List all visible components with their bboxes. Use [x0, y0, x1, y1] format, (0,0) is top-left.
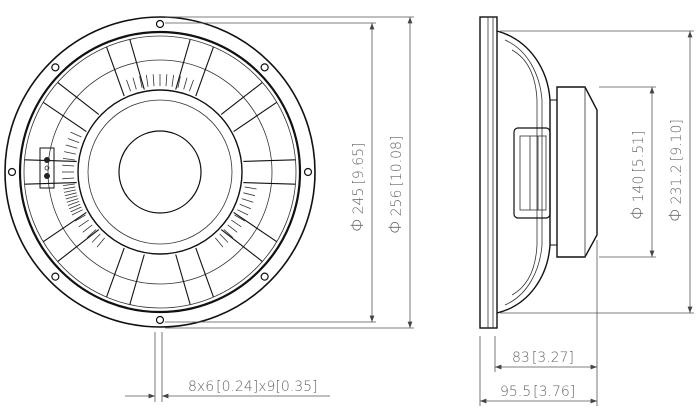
basket-spoke [195, 46, 214, 97]
cooling-fin [82, 224, 93, 233]
cooling-fin [65, 144, 78, 149]
cooling-fin [132, 77, 137, 90]
front-view [4, 16, 316, 328]
cooling-fin [126, 79, 131, 92]
cooling-fin [243, 192, 256, 197]
cooling-fin [68, 203, 81, 210]
basket-spoke [129, 39, 145, 90]
cooling-fin [165, 74, 168, 87]
dim-magnet-diameter: Φ140[5.51] [628, 131, 648, 220]
basket-spoke [233, 211, 278, 243]
dim-basket-diameter: Φ231.2[9.10] [666, 119, 686, 222]
side-dimension-lines [479, 30, 694, 406]
front-dimension-lines [125, 16, 414, 402]
cooling-fin [74, 214, 86, 222]
basket-spoke [106, 247, 125, 298]
cooling-fin [152, 74, 155, 87]
terminal-icon [39, 147, 55, 189]
dim-baffle-cutout: Φ245[9.65] [348, 143, 368, 232]
cooling-fin [64, 151, 76, 155]
basket-spoke [243, 182, 296, 185]
cooling-fin [78, 219, 89, 228]
mounting-hole [155, 315, 165, 325]
basket-spoke [57, 229, 100, 262]
basket-spoke [57, 82, 100, 115]
cooling-fin [219, 233, 229, 243]
mounting-hole [260, 63, 269, 72]
basket-spoke [129, 254, 145, 305]
cooling-fin [183, 77, 188, 90]
cooling-fin [70, 131, 82, 138]
dim-mounting-holes: 8x6[0.24]x9[0.35] [188, 379, 318, 395]
cooling-fin [66, 198, 79, 203]
mounting-hole [155, 19, 165, 29]
cooling-fin [67, 138, 80, 143]
cooling-fin [145, 74, 149, 87]
cooling-fin [62, 177, 75, 180]
cooling-fin [177, 76, 181, 88]
dim-overall-depth: 95.5[3.76] [500, 384, 575, 400]
basket-spoke [106, 46, 125, 97]
cooling-fin [227, 224, 238, 233]
dim-outer-diameter: Φ256[10.08] [386, 136, 406, 234]
cooling-fin [62, 164, 75, 167]
cooling-fin [231, 219, 242, 228]
dim-depth-from-flange: 83[3.27] [512, 350, 574, 366]
cooling-fin [71, 209, 83, 216]
basket-spoke [24, 182, 77, 185]
cooling-fin [62, 183, 75, 187]
cooling-fin [70, 206, 82, 213]
cooling-fin [64, 189, 76, 193]
cooling-fins [62, 74, 257, 248]
cooling-fin [214, 237, 224, 248]
basket-spoke [42, 101, 87, 133]
cooling-fin [63, 186, 76, 190]
basket-spoke [175, 39, 191, 90]
cooling-fin [239, 203, 252, 210]
basket-spoke [42, 211, 87, 243]
mounting-hole [260, 272, 269, 281]
mounting-holes [7, 19, 313, 325]
basket-spoke [233, 101, 278, 133]
cooling-fin [237, 209, 249, 216]
basket-spokes [24, 39, 296, 305]
cooling-fin [96, 237, 106, 248]
mounting-hole [51, 272, 60, 281]
cooling-fin [64, 192, 77, 197]
cooling-fin [86, 229, 97, 238]
cooling-fin [139, 76, 143, 88]
cooling-fin [244, 186, 257, 190]
basket-spoke [220, 82, 263, 115]
cooling-fin [91, 233, 101, 243]
mounting-hole [51, 63, 60, 72]
cooling-fin [241, 198, 254, 203]
basket-spoke [175, 254, 191, 305]
cooling-fin [62, 157, 75, 161]
cooling-fin [189, 79, 194, 92]
mounting-hole [7, 167, 17, 177]
cooling-fin [223, 229, 234, 238]
basket-spoke [220, 229, 263, 262]
cooling-fin [67, 201, 80, 206]
cooling-fin [65, 195, 78, 200]
cooling-fin [171, 74, 175, 87]
basket-spoke [243, 159, 296, 162]
side-view [479, 16, 598, 329]
basket-spoke [195, 247, 214, 298]
basket-spoke [24, 159, 77, 162]
cooling-fin [234, 214, 246, 222]
mounting-hole [303, 167, 313, 177]
